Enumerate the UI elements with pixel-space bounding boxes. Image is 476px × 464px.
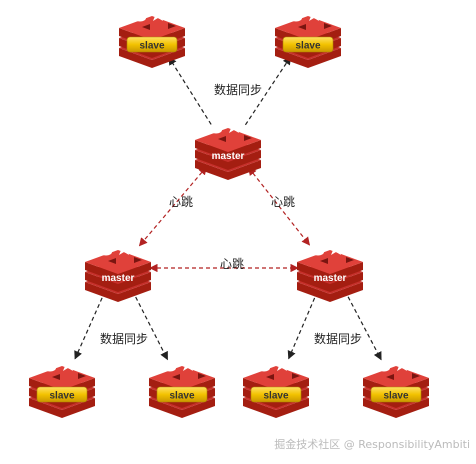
sync-edge-master-right-to-slave-bottom-3 bbox=[287, 291, 318, 360]
node-slave-top-right: slave bbox=[275, 8, 341, 68]
edges-layer bbox=[74, 56, 382, 361]
node-label: slave bbox=[139, 41, 164, 52]
edge-label-sync-top: 数据同步 bbox=[214, 82, 262, 97]
node-label: slave bbox=[49, 391, 74, 402]
node-label: master bbox=[314, 273, 347, 284]
node-master-top: master bbox=[195, 120, 261, 180]
node-label: slave bbox=[295, 41, 320, 52]
nodes-layer: slave slave master master master slave slave sl… bbox=[29, 8, 429, 418]
node-label: slave bbox=[383, 391, 408, 402]
edge-label-sync-right: 数据同步 bbox=[314, 331, 362, 346]
heartbeat-edge-master-top-to-master-right bbox=[248, 166, 310, 246]
node-label: master bbox=[212, 151, 245, 162]
redis-cube-icon bbox=[195, 120, 261, 180]
node-slave-bottom-2: slave bbox=[149, 358, 215, 418]
edge-label-heartbeat-left: 心跳 bbox=[169, 195, 193, 209]
node-master-right: master bbox=[297, 242, 363, 302]
node-slave-bottom-1: slave bbox=[29, 358, 95, 418]
slave-label-plate bbox=[126, 36, 178, 53]
node-slave-bottom-4: slave bbox=[363, 358, 429, 418]
node-label: slave bbox=[169, 391, 194, 402]
node-label: slave bbox=[263, 391, 288, 402]
sync-edge-master-left-to-slave-bottom-2 bbox=[131, 290, 169, 361]
redis-cube-icon bbox=[85, 242, 151, 302]
sync-edge-master-right-to-slave-bottom-4 bbox=[344, 290, 382, 361]
sync-edge-master-top-to-slave-top-left bbox=[168, 56, 212, 125]
edge-label-heartbeat-right: 心跳 bbox=[271, 195, 295, 209]
heartbeat-edge-master-top-to-master-left bbox=[138, 166, 208, 247]
slave-label-plate bbox=[36, 386, 88, 403]
slave-label-plate bbox=[156, 386, 208, 403]
slave-label-plate bbox=[250, 386, 302, 403]
watermark: 掘金技术社区 @ ResponsibilityAmbiti bbox=[274, 437, 470, 451]
node-master-left: master bbox=[85, 242, 151, 302]
slave-label-plate bbox=[370, 386, 422, 403]
edge-label-heartbeat-middle: 心跳 bbox=[220, 257, 244, 271]
sync-edge-master-left-to-slave-bottom-1 bbox=[74, 291, 106, 360]
redis-cube-icon bbox=[297, 242, 363, 302]
node-label: master bbox=[102, 273, 135, 284]
edge-label-sync-left: 数据同步 bbox=[100, 331, 148, 346]
node-slave-top-left: slave bbox=[119, 8, 185, 68]
slave-label-plate bbox=[282, 36, 334, 53]
node-slave-bottom-3: slave bbox=[243, 358, 309, 418]
